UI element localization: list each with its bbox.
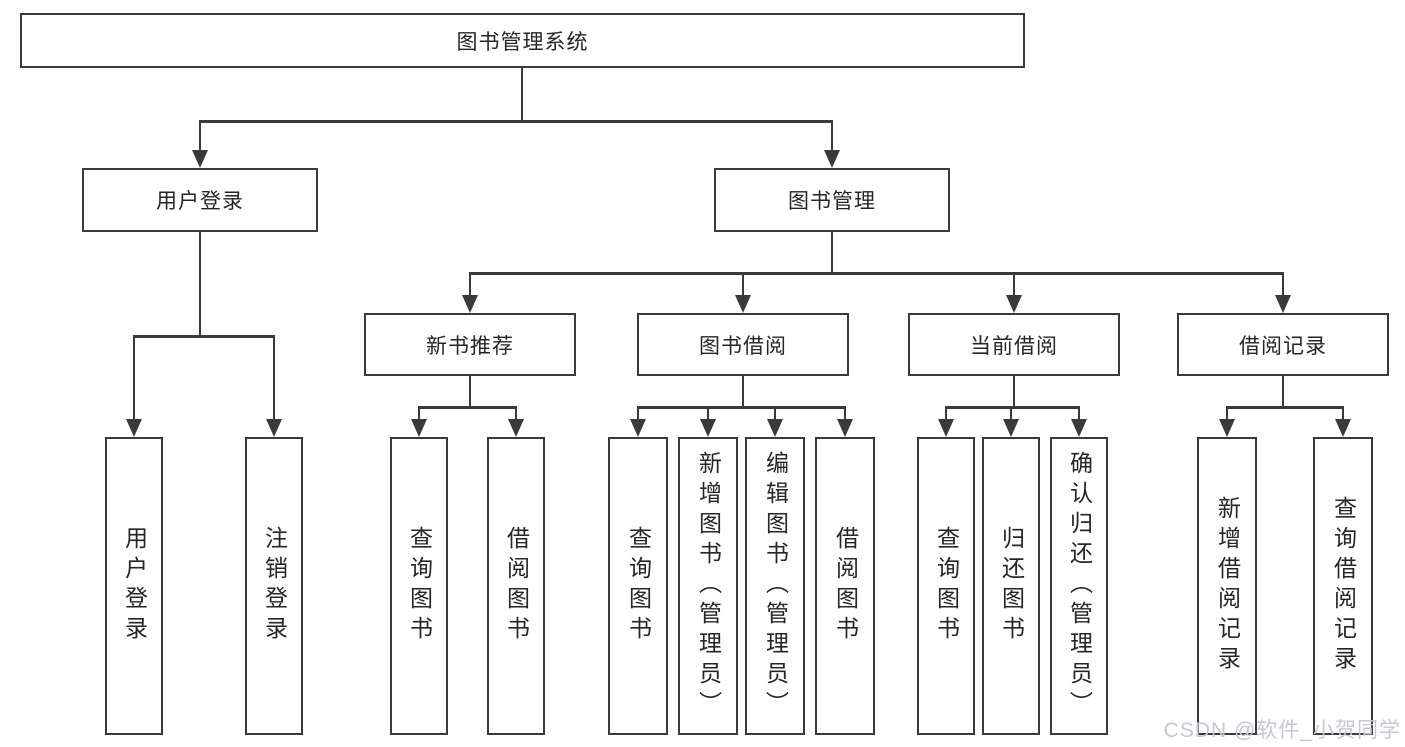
arrowhead-down-icon bbox=[1003, 419, 1019, 437]
connector-line bbox=[706, 406, 710, 419]
node-add-books-admin: 新增图书（管理员） bbox=[678, 437, 738, 735]
node-return-books: 归还图书 bbox=[982, 437, 1040, 735]
node-borrow-books-label: 借阅图书 bbox=[832, 526, 859, 646]
node-current-query-books-label: 查询图书 bbox=[933, 526, 960, 646]
node-book-management: 图书管理 bbox=[714, 168, 950, 232]
node-book-borrowing-label: 图书借阅 bbox=[699, 334, 787, 358]
node-current-borrowing-label: 当前借阅 bbox=[970, 334, 1058, 358]
arrowhead-down-icon bbox=[266, 419, 282, 437]
node-confirm-return-admin: 确认归还（管理员） bbox=[1050, 437, 1108, 735]
csdn-watermark: CSDN @软件_小贺同学 bbox=[1163, 719, 1401, 742]
arrowhead-down-icon bbox=[126, 419, 142, 437]
node-logout-label: 注销登录 bbox=[261, 526, 288, 646]
connector-line bbox=[417, 406, 421, 419]
node-edit-books-admin: 编辑图书（管理员） bbox=[745, 437, 805, 735]
connector-line bbox=[1281, 376, 1285, 406]
connector-line bbox=[198, 120, 202, 150]
node-current-borrowing: 当前借阅 bbox=[908, 313, 1120, 376]
node-rec-query-books: 查询图书 bbox=[390, 437, 448, 735]
arrowhead-down-icon bbox=[1071, 419, 1087, 437]
node-user-login-action-label: 用户登录 bbox=[121, 526, 148, 646]
node-borrow-books: 借阅图书 bbox=[815, 437, 875, 735]
node-borrowing-records: 借阅记录 bbox=[1177, 313, 1389, 376]
connector-line bbox=[1281, 272, 1285, 295]
node-book-borrowing: 图书借阅 bbox=[637, 313, 849, 376]
node-borrow-query-books-label: 查询图书 bbox=[625, 526, 652, 646]
node-query-borrow-record-label: 查询借阅记录 bbox=[1330, 496, 1357, 676]
node-borrowing-records-label: 借阅记录 bbox=[1239, 334, 1327, 358]
arrowhead-down-icon bbox=[1335, 419, 1351, 437]
node-add-borrow-record-label: 新增借阅记录 bbox=[1214, 496, 1241, 676]
node-edit-books-admin-label: 编辑图书（管理员） bbox=[762, 451, 789, 721]
arrowhead-down-icon bbox=[824, 150, 840, 168]
node-current-query-books: 查询图书 bbox=[917, 437, 975, 735]
connector-line bbox=[198, 120, 834, 123]
node-query-borrow-record: 查询借阅记录 bbox=[1313, 437, 1373, 735]
arrowhead-down-icon bbox=[700, 419, 716, 437]
connector-line bbox=[636, 406, 847, 409]
arrowhead-down-icon bbox=[735, 295, 751, 313]
connector-line bbox=[843, 406, 847, 419]
connector-line bbox=[132, 335, 136, 419]
node-user-login-action: 用户登录 bbox=[105, 437, 163, 735]
node-new-book-recommend: 新书推荐 bbox=[364, 313, 576, 376]
node-logout: 注销登录 bbox=[245, 437, 303, 735]
connector-line bbox=[468, 272, 1285, 275]
connector-line bbox=[468, 376, 472, 406]
connector-line bbox=[1077, 406, 1081, 419]
connector-line bbox=[1012, 376, 1016, 406]
arrowhead-down-icon bbox=[1275, 295, 1291, 313]
connector-line bbox=[741, 376, 745, 406]
connector-line bbox=[272, 335, 276, 419]
node-rec-query-books-label: 查询图书 bbox=[406, 526, 433, 646]
arrowhead-down-icon bbox=[938, 419, 954, 437]
connector-line bbox=[1012, 272, 1016, 295]
connector-line bbox=[417, 406, 518, 409]
arrowhead-down-icon bbox=[837, 419, 853, 437]
connector-line bbox=[1225, 406, 1345, 409]
node-root: 图书管理系统 bbox=[20, 13, 1025, 68]
arrowhead-down-icon bbox=[630, 419, 646, 437]
connector-line bbox=[198, 232, 202, 335]
arrowhead-down-icon bbox=[508, 419, 524, 437]
connector-line bbox=[830, 232, 834, 272]
node-borrow-query-books: 查询图书 bbox=[608, 437, 668, 735]
connector-line bbox=[944, 406, 1081, 409]
connector-line bbox=[1341, 406, 1345, 419]
node-return-books-label: 归还图书 bbox=[998, 526, 1025, 646]
node-root-label: 图书管理系统 bbox=[456, 30, 589, 54]
connector-line bbox=[514, 406, 518, 419]
connector-line bbox=[636, 406, 640, 419]
connector-line bbox=[468, 272, 472, 295]
arrowhead-down-icon bbox=[1219, 419, 1235, 437]
arrowhead-down-icon bbox=[462, 295, 478, 313]
arrowhead-down-icon bbox=[192, 150, 208, 168]
node-user-login-label: 用户登录 bbox=[156, 190, 244, 213]
node-book-management-label: 图书管理 bbox=[788, 190, 876, 213]
arrowhead-down-icon bbox=[411, 419, 427, 437]
connector-line bbox=[773, 406, 777, 419]
node-confirm-return-admin-label: 确认归还（管理员） bbox=[1066, 451, 1093, 721]
connector-line bbox=[1225, 406, 1229, 419]
node-new-book-recommend-label: 新书推荐 bbox=[426, 334, 514, 358]
node-rec-borrow-books: 借阅图书 bbox=[487, 437, 545, 735]
connector-line bbox=[830, 120, 834, 150]
node-rec-borrow-books-label: 借阅图书 bbox=[503, 526, 530, 646]
connector-line bbox=[944, 406, 948, 419]
arrowhead-down-icon bbox=[1006, 295, 1022, 313]
connector-line bbox=[520, 68, 524, 120]
node-add-borrow-record: 新增借阅记录 bbox=[1197, 437, 1257, 735]
connector-line bbox=[741, 272, 745, 295]
node-user-login: 用户登录 bbox=[82, 168, 318, 232]
connector-line bbox=[132, 335, 276, 338]
arrowhead-down-icon bbox=[767, 419, 783, 437]
connector-line bbox=[1009, 406, 1013, 419]
node-add-books-admin-label: 新增图书（管理员） bbox=[695, 451, 722, 721]
